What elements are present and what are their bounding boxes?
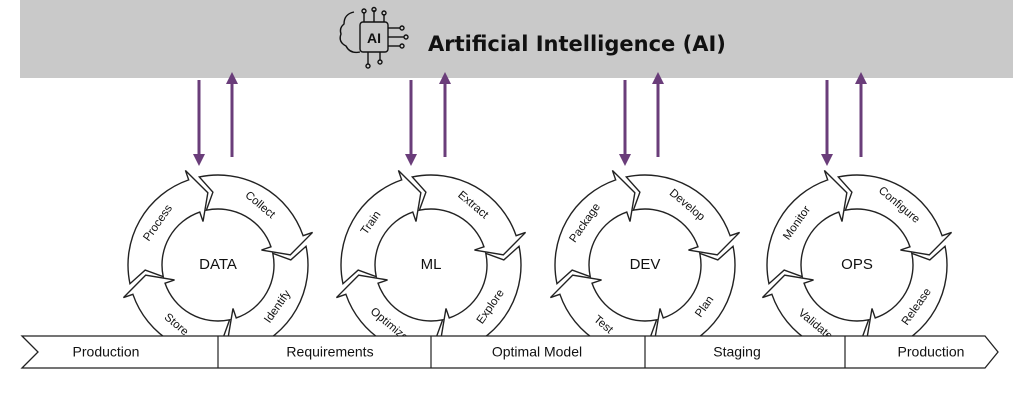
cycle-label: OPS [841, 256, 873, 273]
cycle-arrow-segment [197, 174, 314, 256]
ai-feedback-arrows [193, 72, 867, 166]
cycle-arrow-segment [127, 169, 209, 286]
ai-banner: AI Artificial Intelligence (AI) [20, 0, 1013, 78]
cycle-arrow-segment [766, 169, 848, 286]
band-outline [20, 335, 999, 369]
band-label: Optimal Model [492, 344, 582, 360]
ai-chip-head-icon: AI [339, 6, 409, 69]
band-label: Production [898, 344, 965, 360]
band-label: Production [73, 344, 140, 360]
cycles: CollectIdentifyStoreProcessDATAExtractEx… [122, 169, 953, 361]
pipeline-band: Production Requirements Optimal Model Stagi… [20, 335, 999, 369]
cycle-arrow-segment [554, 169, 636, 286]
banner-title: Artificial Intelligence (AI) [428, 32, 726, 56]
ai-icon-text: AI [367, 30, 381, 46]
cycle-label: DEV [630, 256, 661, 273]
cycle-arrow-segment [340, 169, 422, 286]
band-label: Requirements [286, 344, 373, 360]
cycle-arrow-segment [624, 174, 741, 256]
cycle-label: ML [421, 256, 442, 273]
band-label: Staging [713, 344, 760, 360]
cycle-arrow-segment [836, 174, 953, 256]
cycle-arrow-segment [410, 174, 527, 256]
cycle-label: DATA [199, 256, 237, 273]
banner-background [20, 0, 1013, 78]
